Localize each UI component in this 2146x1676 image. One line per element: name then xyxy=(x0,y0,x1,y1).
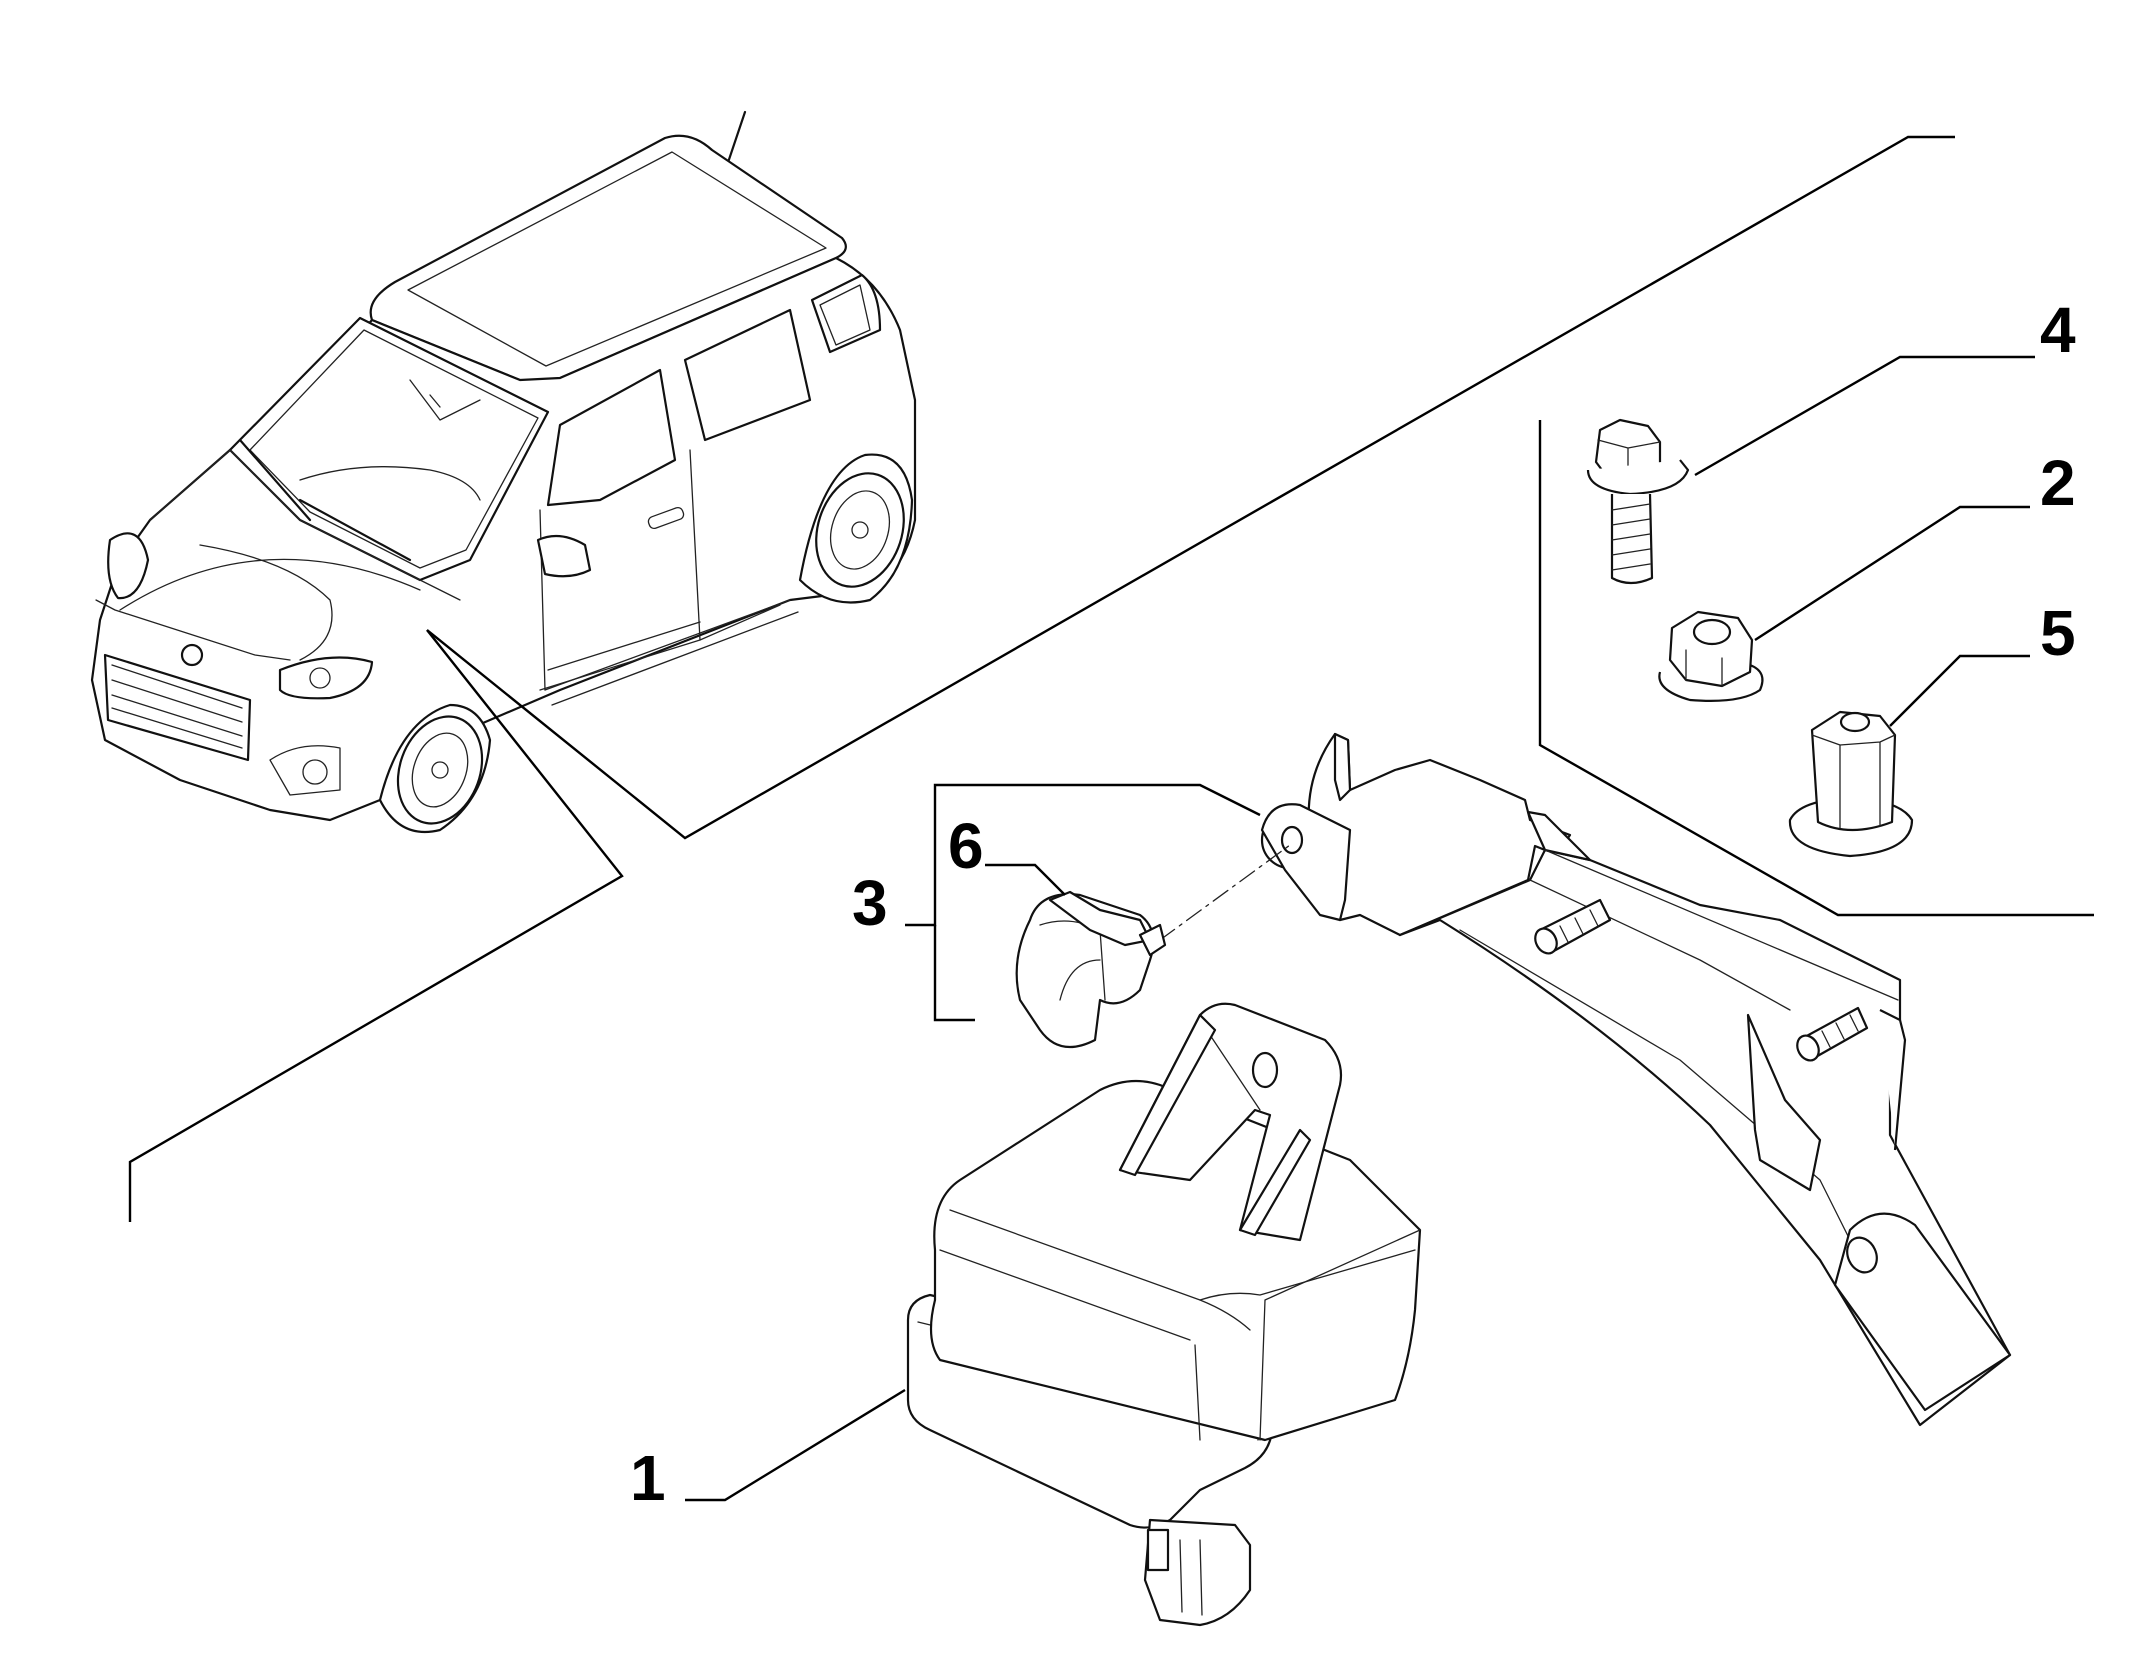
flange-nut xyxy=(1658,610,1764,702)
cable-clip xyxy=(1015,890,1167,1049)
leader-lines xyxy=(685,355,2035,1502)
callout-6: 6 xyxy=(948,810,984,882)
stud-lower xyxy=(1796,1006,1869,1062)
callout-3: 3 xyxy=(852,867,888,939)
stud-upper xyxy=(1534,898,1612,955)
fastener-frame xyxy=(1538,420,2094,917)
callout-1: 1 xyxy=(630,1442,666,1514)
callout-4: 4 xyxy=(2040,294,2076,366)
flange-bolt xyxy=(1586,418,1690,585)
car-illustration xyxy=(90,110,917,834)
callout-5: 5 xyxy=(2040,597,2076,669)
bracket xyxy=(1260,732,2012,1427)
guide-lines xyxy=(128,135,1955,1222)
rivet-nut xyxy=(1788,710,1914,858)
control-unit xyxy=(906,1002,1422,1627)
callout-2: 2 xyxy=(2040,447,2076,519)
